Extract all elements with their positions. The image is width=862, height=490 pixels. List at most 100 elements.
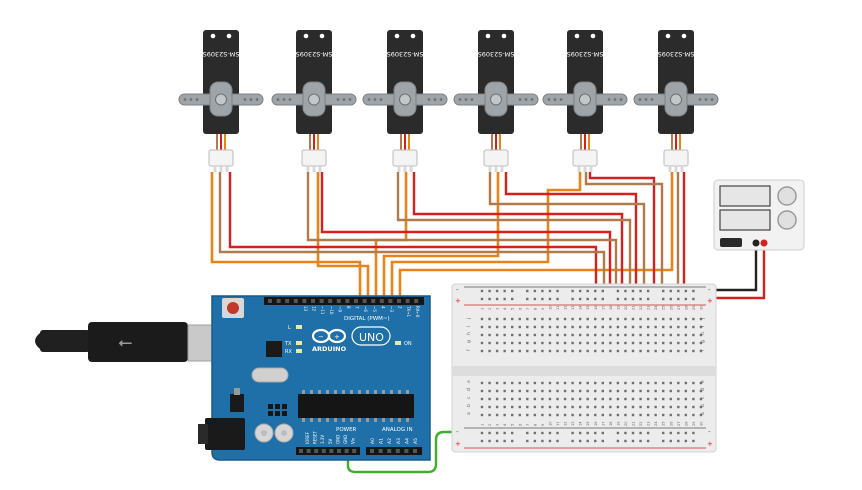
breadboard-hole[interactable] xyxy=(556,389,559,393)
reset-button[interactable] xyxy=(227,302,239,314)
breadboard-hole[interactable] xyxy=(563,317,567,321)
breadboard-hole[interactable] xyxy=(526,389,529,393)
breadboard-hole[interactable] xyxy=(495,405,499,409)
breadboard-hole[interactable] xyxy=(488,317,491,321)
breadboard-hole[interactable] xyxy=(556,349,559,353)
breadboard-hole[interactable] xyxy=(624,341,627,345)
servo-connector[interactable] xyxy=(572,149,598,167)
breadboard-hole[interactable] xyxy=(556,289,559,293)
breadboard-hole[interactable] xyxy=(511,397,514,401)
servo-connector[interactable] xyxy=(483,149,509,167)
breadboard-hole[interactable] xyxy=(669,389,672,393)
breadboard-hole[interactable] xyxy=(646,341,650,345)
breadboard-hole[interactable] xyxy=(578,413,582,417)
breadboard-hole[interactable] xyxy=(480,341,484,345)
power-wire-3[interactable] xyxy=(412,172,624,300)
servo-5[interactable]: SM-S2309S xyxy=(542,30,628,172)
breadboard-hole[interactable] xyxy=(594,405,597,409)
breadboard-hole[interactable] xyxy=(601,297,604,301)
breadboard-hole[interactable] xyxy=(495,397,499,401)
breadboard-hole[interactable] xyxy=(669,317,672,321)
breadboard-hole[interactable] xyxy=(669,381,672,385)
breadboard-hole[interactable] xyxy=(518,397,521,401)
digital-pin[interactable] xyxy=(302,299,307,303)
digital-pin[interactable] xyxy=(354,299,358,303)
breadboard-hole[interactable] xyxy=(526,431,529,435)
breadboard-hole[interactable] xyxy=(601,349,604,353)
breadboard-hole[interactable] xyxy=(654,349,657,353)
breadboard-hole[interactable] xyxy=(692,381,695,385)
breadboard-hole[interactable] xyxy=(609,317,612,321)
breadboard-hole[interactable] xyxy=(654,341,657,345)
breadboard-hole[interactable] xyxy=(631,317,635,321)
breadboard-hole[interactable] xyxy=(624,381,627,385)
breadboard-hole[interactable] xyxy=(669,413,672,417)
breadboard-hole[interactable] xyxy=(578,325,582,329)
breadboard-hole[interactable] xyxy=(480,349,484,353)
breadboard-hole[interactable] xyxy=(601,413,604,417)
breadboard-hole[interactable] xyxy=(495,381,499,385)
breadboard-hole[interactable] xyxy=(677,289,680,293)
breadboard-hole[interactable] xyxy=(511,297,514,301)
breadboard-hole[interactable] xyxy=(669,341,672,345)
breadboard-hole[interactable] xyxy=(503,297,506,301)
breadboard-hole[interactable] xyxy=(631,389,635,393)
breadboard-hole[interactable] xyxy=(503,389,506,393)
breadboard-hole[interactable] xyxy=(495,349,499,353)
breadboard-hole[interactable] xyxy=(699,341,703,345)
breadboard-hole[interactable] xyxy=(699,381,703,385)
breadboard-hole[interactable] xyxy=(503,341,506,345)
arduino-gnd-wire[interactable] xyxy=(346,430,464,474)
breadboard-hole[interactable] xyxy=(480,381,484,385)
breadboard-hole[interactable] xyxy=(662,297,665,301)
breadboard-hole[interactable] xyxy=(488,349,491,353)
breadboard-hole[interactable] xyxy=(662,349,665,353)
breadboard-hole[interactable] xyxy=(511,325,514,329)
breadboard-hole[interactable] xyxy=(541,381,544,385)
breadboard-hole[interactable] xyxy=(533,333,537,337)
breadboard-hole[interactable] xyxy=(639,439,642,443)
breadboard-hole[interactable] xyxy=(488,341,491,345)
breadboard-hole[interactable] xyxy=(601,431,604,435)
breadboard-hole[interactable] xyxy=(684,325,688,329)
breadboard-hole[interactable] xyxy=(639,325,642,329)
breadboard-hole[interactable] xyxy=(495,317,499,321)
breadboard-hole[interactable] xyxy=(601,389,604,393)
breadboard-hole[interactable] xyxy=(616,317,620,321)
breadboard-hole[interactable] xyxy=(594,381,597,385)
analog-pin[interactable] xyxy=(378,449,383,453)
breadboard-hole[interactable] xyxy=(578,405,582,409)
breadboard-hole[interactable] xyxy=(571,333,574,337)
breadboard-hole[interactable] xyxy=(533,341,537,345)
breadboard-hole[interactable] xyxy=(646,325,650,329)
supply-positive-wire[interactable] xyxy=(700,244,766,300)
breadboard-hole[interactable] xyxy=(488,381,491,385)
digital-pin[interactable] xyxy=(336,299,341,303)
breadboard-hole[interactable] xyxy=(677,397,680,401)
breadboard-hole[interactable] xyxy=(594,431,597,435)
servo-connector[interactable] xyxy=(663,149,689,167)
breadboard-hole[interactable] xyxy=(601,289,604,293)
breadboard-hole[interactable] xyxy=(526,297,529,301)
breadboard-hole[interactable] xyxy=(563,413,567,417)
servo-4[interactable]: SM-S2309S xyxy=(453,30,539,172)
breadboard-hole[interactable] xyxy=(631,325,635,329)
digital-pin[interactable] xyxy=(328,299,333,303)
breadboard-hole[interactable] xyxy=(601,405,604,409)
breadboard-hole[interactable] xyxy=(503,289,506,293)
breadboard-hole[interactable] xyxy=(488,397,491,401)
signal-wire-6[interactable] xyxy=(398,172,674,298)
breadboard-hole[interactable] xyxy=(488,297,491,301)
breadboard-hole[interactable] xyxy=(699,325,703,329)
breadboard-hole[interactable] xyxy=(511,405,514,409)
breadboard[interactable]: - + - + - + - + 112233445566778899101011… xyxy=(451,283,717,453)
breadboard-hole[interactable] xyxy=(578,431,582,435)
breadboard-hole[interactable] xyxy=(480,413,484,417)
breadboard-hole[interactable] xyxy=(556,317,559,321)
breadboard-hole[interactable] xyxy=(692,431,695,435)
breadboard-hole[interactable] xyxy=(677,431,680,435)
servo-connector[interactable] xyxy=(208,149,234,167)
breadboard-hole[interactable] xyxy=(480,389,484,393)
analog-pin[interactable] xyxy=(370,449,374,453)
breadboard-hole[interactable] xyxy=(571,405,574,409)
